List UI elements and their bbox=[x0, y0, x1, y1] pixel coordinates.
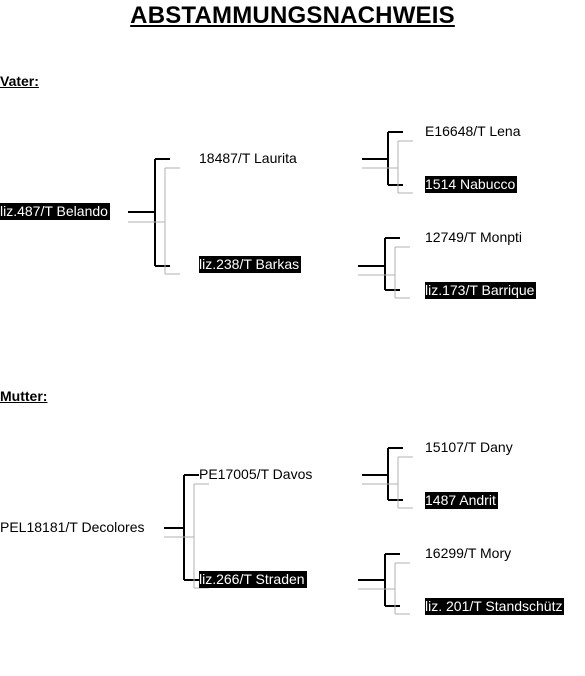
mother-grandparent-1: 15107/T Dany bbox=[425, 439, 513, 455]
section-label-father: Vater: bbox=[0, 73, 39, 89]
mother-grandparent-2: 1487 Andrit bbox=[425, 492, 498, 509]
father-grandparent-1: E16648/T Lena bbox=[425, 123, 521, 139]
father-parent-2: liz.238/T Barkas bbox=[199, 256, 302, 273]
mother-grandparent-4: liz. 201/T Standschütz bbox=[425, 598, 565, 615]
mother-subject: PEL18181/T Decolores bbox=[0, 519, 145, 535]
mother-parent-2: liz.266/T Straden bbox=[199, 571, 307, 588]
father-grandparent-2: 1514 Nabucco bbox=[425, 176, 518, 193]
father-grandparent-4: liz.173/T Barrique bbox=[425, 282, 537, 299]
section-label-mother: Mutter: bbox=[0, 388, 48, 404]
page-title: ABSTAMMUNGSNACHWEIS bbox=[130, 2, 455, 29]
mother-parent-1: PE17005/T Davos bbox=[199, 466, 313, 482]
father-parent-1: 18487/T Laurita bbox=[199, 150, 297, 166]
father-grandparent-3: 12749/T Monpti bbox=[425, 229, 523, 245]
father-subject: liz.487/T Belando bbox=[0, 203, 110, 220]
mother-grandparent-3: 16299/T Mory bbox=[425, 545, 512, 561]
